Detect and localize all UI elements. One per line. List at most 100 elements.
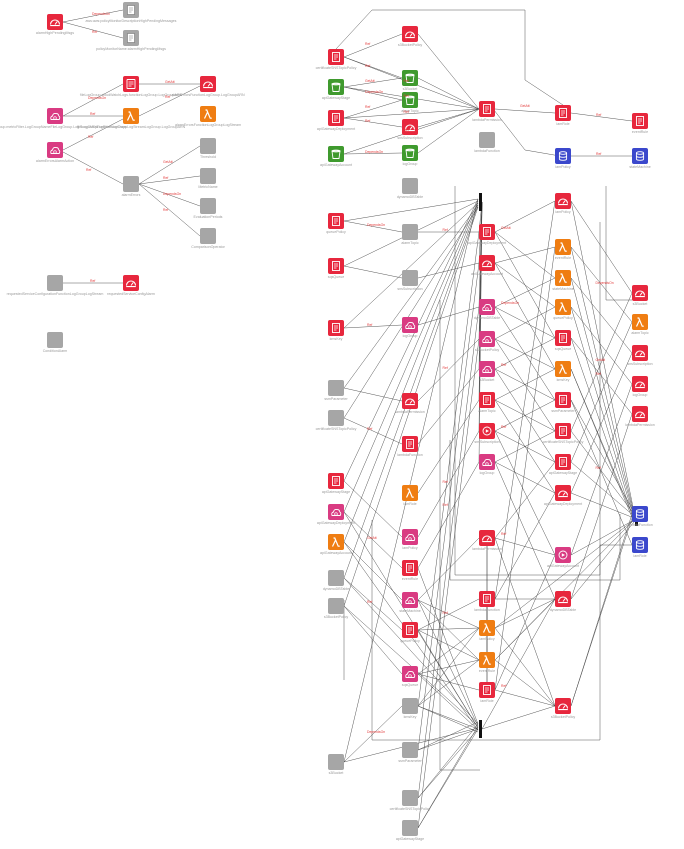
edge-line — [570, 277, 633, 354]
database-icon — [558, 151, 568, 161]
edge-line — [570, 399, 633, 546]
n_gen_c-label: requestedServiceConfigurationFunctionLog… — [6, 292, 104, 296]
edge-line — [494, 430, 556, 463]
subscription-icon — [482, 365, 493, 373]
cloudwatch-alarm-node-label: dynamoDBTable — [549, 608, 577, 612]
generic-resource-node-label: s3BucketPolicy — [323, 615, 349, 619]
database-node-label: iamPolicy — [555, 165, 571, 169]
bucket-node-label: apiGatewayStage — [321, 96, 351, 100]
metric-filter-node-label: stateMachine — [399, 609, 421, 613]
cloudwatch-alarm-node — [632, 376, 648, 392]
edge-line — [343, 705, 403, 763]
edge-label: Ref — [403, 127, 409, 132]
edge-line — [417, 231, 480, 707]
n_g1 — [123, 2, 139, 18]
edge-line — [138, 145, 201, 185]
edge-line — [494, 461, 556, 494]
database-node-label: lambdaFunction — [627, 523, 653, 527]
edge-label: Ref — [90, 112, 96, 116]
lambda-icon — [635, 317, 644, 327]
edge-line — [494, 277, 556, 308]
edge-line — [570, 368, 635, 523]
edge-line — [417, 705, 479, 730]
metric-filter-node-label: iamPolicy — [402, 546, 418, 550]
generic-resource-icon — [200, 138, 216, 154]
state-machine-node-label: snsSubscription — [474, 440, 500, 444]
cloudwatch-alarm-icon — [125, 280, 137, 288]
lambda-node-label: kmsKey — [556, 378, 570, 382]
document-icon — [483, 395, 491, 405]
generic-resource-node — [402, 178, 418, 194]
database-node — [632, 148, 648, 164]
edge-line — [417, 108, 480, 154]
edge-label: Ref — [86, 168, 92, 172]
database-icon — [635, 540, 645, 550]
edge-label: Ref — [442, 502, 448, 507]
generic-resource-node — [328, 598, 344, 614]
edge-label: Ref — [165, 95, 171, 99]
n_gg3 — [200, 198, 216, 214]
document-node — [555, 392, 571, 408]
n_gg1-label: Threshold — [200, 155, 216, 159]
edge-line — [494, 461, 556, 600]
bucket-node — [402, 70, 418, 86]
lambda-icon — [482, 623, 491, 633]
edge-line — [570, 399, 635, 513]
document-node-label: queuePolicy — [326, 230, 346, 234]
edge-label: GetAtt — [163, 160, 173, 164]
document-node — [402, 436, 418, 452]
edge-label: Ref — [365, 41, 371, 46]
state-machine-icon — [482, 426, 492, 436]
bucket-node — [328, 146, 344, 162]
cloudwatch-alarm-node — [555, 193, 571, 209]
cloudwatch-alarm-icon — [634, 381, 646, 389]
lambda-node — [555, 361, 571, 377]
generic-resource-icon — [402, 698, 418, 714]
edge-line — [494, 306, 556, 340]
n_sub_b-label: alarmErrorsAlarmAction — [35, 159, 75, 163]
edge-line — [570, 511, 635, 707]
edge-line — [343, 577, 403, 631]
n_sf_a-label: FileLogGroup.metricFilter.LogGroupNameFi… — [0, 125, 127, 129]
edge-label: Ref — [367, 427, 373, 431]
edge-line — [570, 461, 635, 517]
edge-label: GetAtt — [520, 104, 530, 108]
generic-resource-node-label: alarmTopic — [401, 241, 419, 245]
edge-line — [494, 246, 556, 264]
document-node — [328, 49, 344, 65]
edge-label: Ref — [442, 228, 448, 232]
generic-resource-node — [402, 742, 418, 758]
edge-label: GetAtt — [365, 78, 375, 83]
n_fn_b-label: alarmErrorsFunctionLogGroupLogStream — [174, 123, 242, 127]
cloudwatch-alarm-node-label: snsSubscription — [397, 136, 423, 140]
edge-line — [494, 430, 556, 556]
n_lg_a — [123, 76, 139, 92]
cloudwatch-alarm-icon — [404, 124, 416, 132]
n_fn_a — [123, 108, 139, 124]
generic-resource-icon — [328, 410, 344, 426]
cloudwatch-alarm-node-label: apiGatewayDeployment — [543, 502, 583, 506]
generic-resource-icon — [47, 332, 63, 348]
generic-resource-icon — [328, 598, 344, 614]
edge-label: DependsOn — [501, 301, 520, 305]
document-node — [402, 622, 418, 638]
edge-line — [343, 204, 479, 389]
cloudwatch-alarm-node-label: snsSubscription — [627, 362, 653, 366]
generic-resource-icon — [200, 198, 216, 214]
edge-line — [570, 292, 633, 432]
subscription-icon — [482, 303, 493, 311]
metric-filter-node — [402, 529, 418, 545]
edge-line — [417, 728, 479, 799]
edge-line — [343, 511, 479, 729]
n_g1-label: aws:aws:policyMonitorDescriptionHighPend… — [85, 19, 177, 23]
bucket-icon — [331, 149, 341, 159]
bucket-node — [402, 145, 418, 161]
edge-line — [417, 399, 480, 494]
n_sf_a — [47, 108, 63, 124]
document-node — [328, 258, 344, 274]
edge-line — [570, 492, 635, 519]
edge-label: Ref — [88, 135, 94, 139]
generic-resource-node-label: ssmParameter — [398, 759, 422, 763]
cloudwatch-alarm-node — [402, 119, 418, 135]
cloudwatch-alarm-icon — [202, 81, 214, 89]
